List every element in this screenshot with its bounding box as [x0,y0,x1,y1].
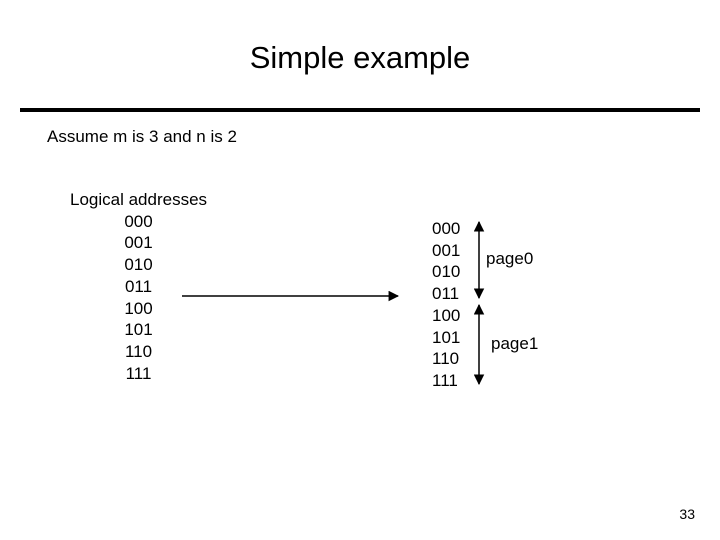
logical-address: 001 [124,233,153,253]
physical-address: 001 [432,240,461,260]
logical-address: 101 [124,320,153,340]
physical-address: 100 [432,305,461,325]
logical-address: 110 [124,341,153,361]
logical-address: 111 [125,363,152,383]
logical-address: 011 [124,276,153,296]
logical-addresses-block: Logical addresses 000 001 010 011 100 10… [70,189,207,384]
slide-page-number: 33 [679,506,695,522]
title-divider [20,108,700,112]
page0-label: page0 [486,249,534,268]
physical-address-list: 000 001 010 011 100 101 110 111 [432,218,460,392]
logical-address: 100 [124,298,153,318]
logical-address: 010 [124,255,153,275]
physical-address: 101 [432,327,461,347]
physical-address: 110 [432,349,460,369]
slide-title: Simple example [249,40,471,75]
physical-address: 010 [432,262,461,282]
logical-address: 000 [124,211,153,231]
physical-address: 000 [432,219,461,238]
logical-addresses-heading: Logical addresses [70,190,208,209]
logical-address-list: 000 001 010 011 100 101 110 111 [70,211,207,385]
assumption-text: Assume m is 3 and n is 2 [47,127,237,146]
physical-address: 011 [432,284,460,304]
physical-address: 111 [432,370,458,390]
page1-label: page1 [491,334,539,353]
